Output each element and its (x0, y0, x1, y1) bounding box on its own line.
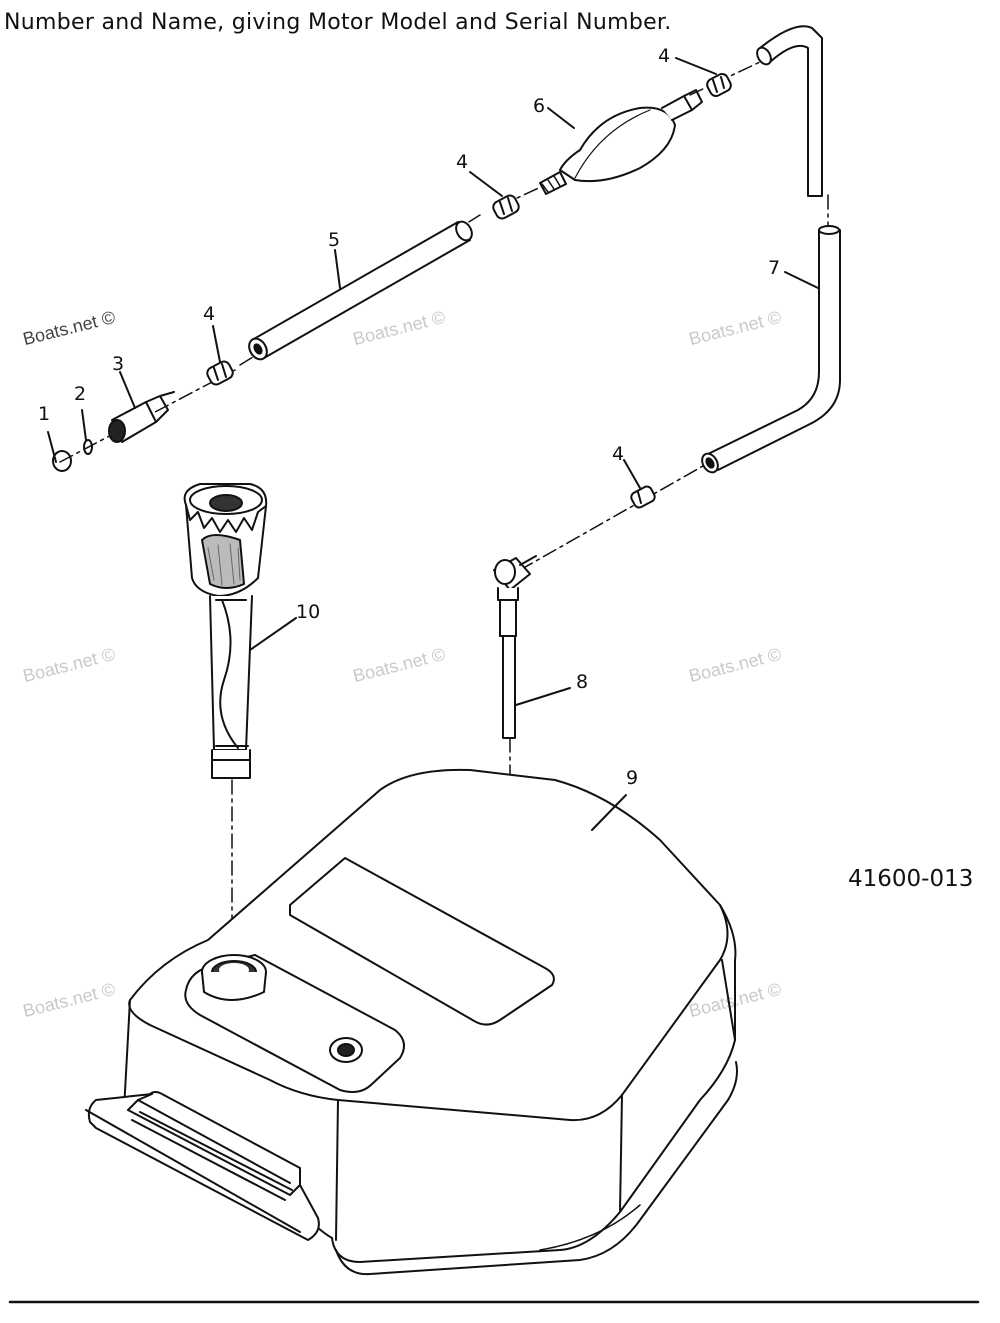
callout-4d: 4 (612, 443, 624, 465)
callout-1: 1 (38, 403, 50, 425)
part-5-hose (248, 220, 473, 361)
callout-8: 8 (576, 671, 588, 693)
callout-3: 3 (112, 353, 124, 375)
part-6-primer-bulb (539, 89, 703, 195)
part-4-clamp (623, 459, 656, 509)
callout-4b: 4 (456, 151, 468, 173)
part-7-hose (701, 25, 841, 474)
part-10-fuel-gauge (183, 483, 297, 779)
part-2-oring (81, 409, 93, 455)
callout-7: 7 (768, 257, 780, 279)
part-4-clamp (206, 325, 234, 386)
part-8-pickup-tube (493, 555, 571, 739)
callout-10: 10 (296, 601, 320, 623)
part-4-clamp (469, 171, 520, 220)
part-1-clip (47, 431, 72, 472)
callout-9: 9 (626, 767, 638, 789)
callout-6: 6 (533, 95, 545, 117)
callout-4c: 4 (658, 45, 670, 67)
callout-5: 5 (328, 229, 340, 251)
drawing-number: 41600-013 (848, 866, 974, 892)
part-3-connector (108, 371, 175, 443)
callout-4a: 4 (203, 303, 215, 325)
header-text: Number and Name, giving Motor Model and … (4, 10, 672, 35)
part-9-fuel-tank (85, 768, 738, 1276)
callout-2: 2 (74, 383, 86, 405)
part-4-clamp (675, 57, 732, 97)
